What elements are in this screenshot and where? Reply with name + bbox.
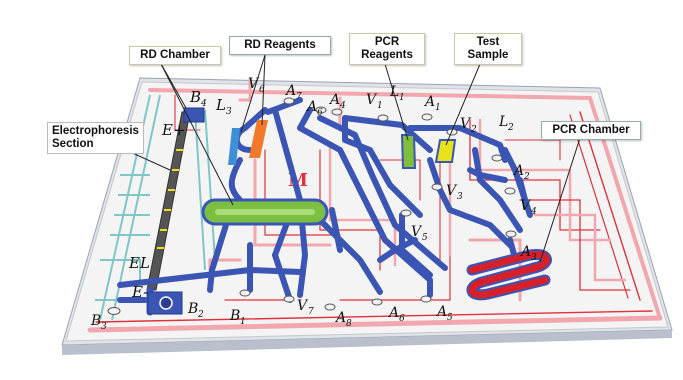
callout-electrophoresis-line2: Section bbox=[52, 138, 94, 150]
label-b3-sub: 3 bbox=[101, 322, 107, 332]
pcr-reagent-chamber bbox=[400, 134, 417, 169]
label-a1: A bbox=[423, 94, 435, 110]
label-a4-sub: 4 bbox=[339, 101, 346, 111]
label-a7-sub: 7 bbox=[296, 92, 302, 102]
label-v5: V bbox=[411, 224, 423, 240]
label-l3: L bbox=[215, 96, 226, 114]
label-a1-sub: 1 bbox=[435, 103, 441, 113]
label-v3: V bbox=[446, 183, 458, 199]
label-v4: V bbox=[520, 198, 532, 214]
label-a4: A bbox=[328, 92, 340, 108]
label-v2: V bbox=[460, 116, 472, 132]
rd-reagent-chambers bbox=[228, 120, 268, 165]
label-a5-sub: 5 bbox=[447, 313, 453, 323]
label-a7: A bbox=[284, 83, 296, 99]
label-v7-sub: 7 bbox=[308, 307, 314, 317]
callout-rd-reagents-text: RD Reagents bbox=[244, 39, 316, 51]
label-a2: A bbox=[512, 163, 524, 179]
electrophoresis-column bbox=[146, 111, 191, 291]
callout-pcr-chamber: PCR Chamber bbox=[541, 121, 641, 140]
label-a6-sub: 6 bbox=[317, 108, 323, 118]
callout-electrophoresis-line1: Electrophoresis bbox=[52, 125, 139, 137]
callout-rd-chamber-text: RD Chamber bbox=[140, 49, 210, 61]
label-a6-bottom: A bbox=[387, 305, 399, 321]
label-a6: A bbox=[305, 99, 317, 115]
callout-pcr-reagents-line2: Reagents bbox=[361, 49, 413, 61]
chip-labels: B 4 L 3 V 6 A 7 A 6 A 4 V 1 L 1 A 1 V 2 … bbox=[90, 76, 537, 332]
label-a8: A bbox=[334, 310, 346, 326]
label-el: EL bbox=[128, 254, 150, 272]
label-a2-sub: 2 bbox=[523, 172, 530, 182]
label-a3: A bbox=[519, 244, 531, 260]
pcr-chamber bbox=[466, 248, 552, 301]
callout-pcr-chamber-text: PCR Chamber bbox=[552, 124, 630, 136]
label-a5: A bbox=[435, 304, 447, 320]
label-b2: B bbox=[187, 301, 198, 317]
label-v4-sub: 4 bbox=[530, 207, 537, 217]
label-a3-sub: 3 bbox=[531, 253, 537, 263]
label-v2-sub: 2 bbox=[470, 125, 477, 135]
label-b4-sub: 4 bbox=[200, 99, 207, 109]
label-b1: B bbox=[229, 308, 240, 324]
callout-test-sample-line2: Sample bbox=[467, 49, 509, 61]
label-b4: B bbox=[189, 88, 201, 106]
label-b2-sub: 2 bbox=[197, 310, 204, 320]
label-a8-sub: 8 bbox=[346, 319, 352, 329]
rd-chamber bbox=[201, 198, 329, 226]
label-v6-sub: 6 bbox=[259, 85, 265, 95]
callout-rd-reagents: RD Reagents bbox=[229, 36, 331, 55]
label-v1-sub: 1 bbox=[377, 101, 383, 111]
label-l2: L bbox=[498, 114, 508, 130]
b2-reservoir bbox=[147, 291, 183, 315]
test-sample-chamber bbox=[434, 139, 457, 163]
valve-posts bbox=[107, 97, 517, 315]
label-v7: V bbox=[297, 298, 309, 314]
label-v5-sub: 5 bbox=[422, 233, 428, 243]
callout-test-sample: Test Sample bbox=[454, 33, 522, 65]
label-b1-sub: 1 bbox=[240, 317, 246, 327]
label-l2-sub: 2 bbox=[507, 123, 514, 133]
label-e-minus: E- bbox=[131, 283, 148, 301]
label-a6-bottom-sub: 6 bbox=[399, 314, 405, 324]
label-l1: L bbox=[389, 84, 399, 100]
callout-pcr-reagents: PCR Reagents bbox=[349, 33, 425, 65]
label-v3-sub: 3 bbox=[457, 192, 463, 202]
callout-test-sample-line1: Test bbox=[476, 36, 500, 48]
label-e-plus: E+ bbox=[161, 121, 186, 139]
fluidic-channels bbox=[117, 97, 533, 316]
callout-pcr-reagents-line1: PCR bbox=[374, 36, 400, 48]
callout-rd-chamber: RD Chamber bbox=[129, 46, 221, 65]
label-b3: B bbox=[90, 313, 101, 329]
label-l1-sub: 1 bbox=[399, 93, 405, 103]
label-v1: V bbox=[366, 92, 378, 108]
callout-electrophoresis: Electrophoresis Section bbox=[47, 122, 144, 154]
label-l3-sub: 3 bbox=[226, 107, 232, 117]
